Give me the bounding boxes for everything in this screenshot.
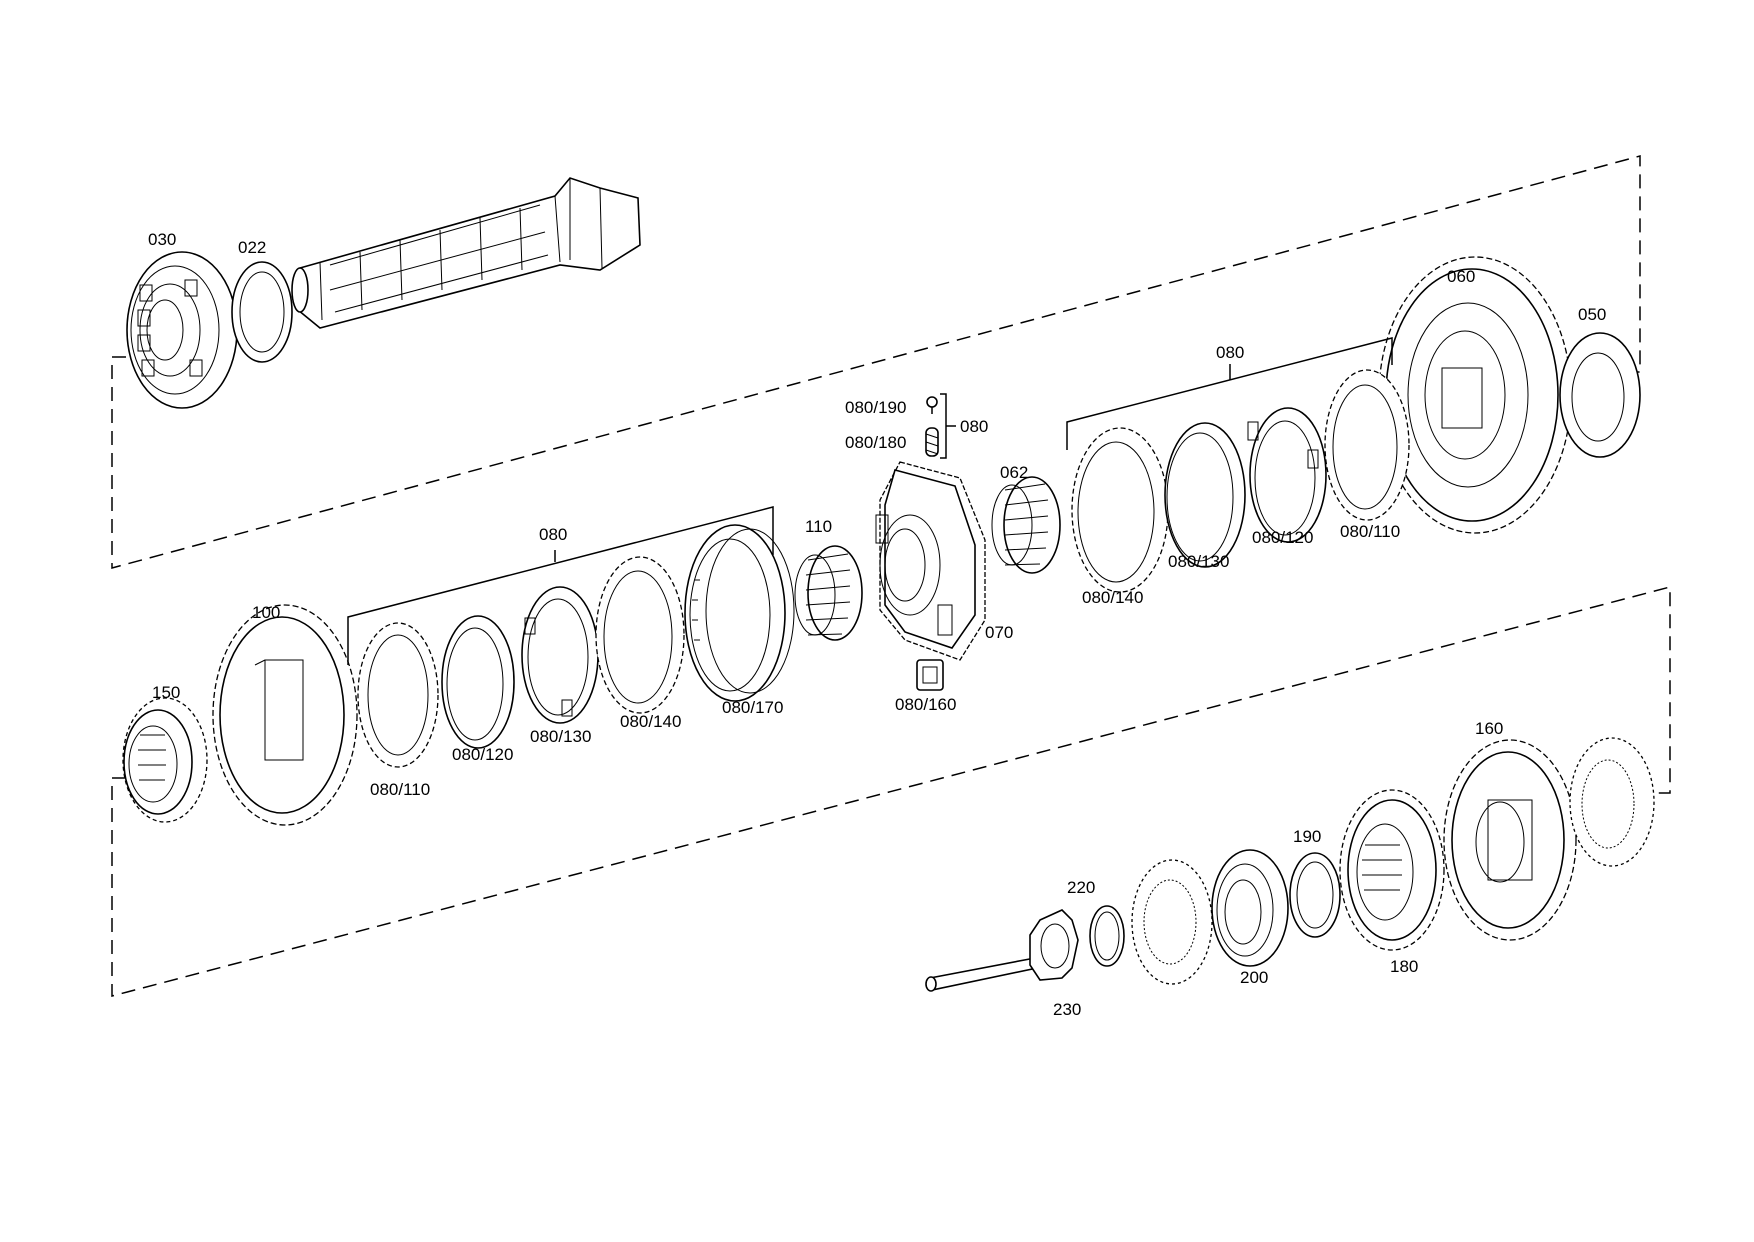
sync-ring-080-140-left — [595, 556, 685, 714]
sync-ring-080-110-right — [1324, 369, 1410, 521]
label-080-120-right: 080/120 — [1252, 528, 1313, 547]
label-070: 070 — [985, 623, 1013, 642]
sync-ring-080-110-left — [357, 622, 439, 768]
gear-160 — [1443, 739, 1577, 941]
label-080-190: 080/190 — [845, 398, 906, 417]
label-080-120-left: 080/120 — [452, 745, 513, 764]
label-230: 230 — [1053, 1000, 1081, 1019]
nut-230 — [1029, 909, 1079, 981]
washer-220 — [1089, 905, 1125, 967]
thrust-piece-080-160 — [916, 659, 944, 691]
part-labels: 030 022 060 050 080 080/190 080/180 080 … — [148, 230, 1606, 1019]
label-062: 062 — [1000, 463, 1028, 482]
label-080-140-left: 080/140 — [620, 712, 681, 731]
label-080-130-left: 080/130 — [530, 727, 591, 746]
washer-190 — [1289, 852, 1341, 938]
label-080-180: 080/180 — [845, 433, 906, 452]
label-080-140-right: 080/140 — [1082, 588, 1143, 607]
label-080-110-left: 080/110 — [370, 780, 430, 799]
label-080-130-right: 080/130 — [1168, 552, 1229, 571]
label-060: 060 — [1447, 267, 1475, 286]
label-050: 050 — [1578, 305, 1606, 324]
main-shaft — [291, 177, 641, 329]
sliding-sleeve-080-170 — [684, 524, 795, 702]
bearing-200 — [1211, 849, 1289, 967]
label-190: 190 — [1293, 827, 1321, 846]
label-080-pin-group: 080 — [960, 417, 988, 436]
gear-100 — [212, 604, 358, 826]
gear-end-dotted — [1569, 737, 1655, 867]
gear-bottom-dotted — [1131, 859, 1213, 985]
label-080-160: 080/160 — [895, 695, 956, 714]
label-080-170: 080/170 — [722, 698, 783, 717]
label-080-right-group: 080 — [1216, 343, 1244, 362]
needle-bearing-062 — [991, 476, 1061, 574]
label-150: 150 — [152, 683, 180, 702]
label-080-left-group: 080 — [539, 525, 567, 544]
sync-ring-080-130-right — [1164, 422, 1246, 568]
shaft-stub — [925, 957, 1038, 992]
synchro-hub-070 — [875, 461, 986, 661]
label-030: 030 — [148, 230, 176, 249]
sync-ring-080-120-right — [1247, 407, 1327, 543]
bracket-080-right — [1066, 337, 1393, 450]
needle-bearing-110 — [794, 545, 863, 641]
washer-022 — [231, 261, 293, 363]
gear-060 — [1378, 256, 1572, 534]
label-160: 160 — [1475, 719, 1503, 738]
bearing-030 — [126, 251, 238, 409]
label-180: 180 — [1390, 957, 1418, 976]
sync-ring-080-140-right — [1071, 427, 1169, 593]
label-022: 022 — [238, 238, 266, 257]
spring-080-180 — [925, 427, 939, 457]
sync-ring-080-130-left — [521, 586, 599, 724]
label-220: 220 — [1067, 878, 1095, 897]
label-080-110-right: 080/110 — [1340, 522, 1400, 541]
gear-180 — [1339, 789, 1445, 951]
label-100: 100 — [252, 603, 280, 622]
bracket-080-left — [347, 506, 774, 665]
bracket-080-pin-group — [940, 393, 947, 459]
label-200: 200 — [1240, 968, 1268, 987]
washer-050 — [1559, 332, 1641, 458]
label-110: 110 — [805, 517, 832, 536]
gear-150 — [122, 697, 208, 823]
pin-080-190 — [926, 396, 938, 414]
sync-ring-080-120-left — [441, 615, 515, 749]
